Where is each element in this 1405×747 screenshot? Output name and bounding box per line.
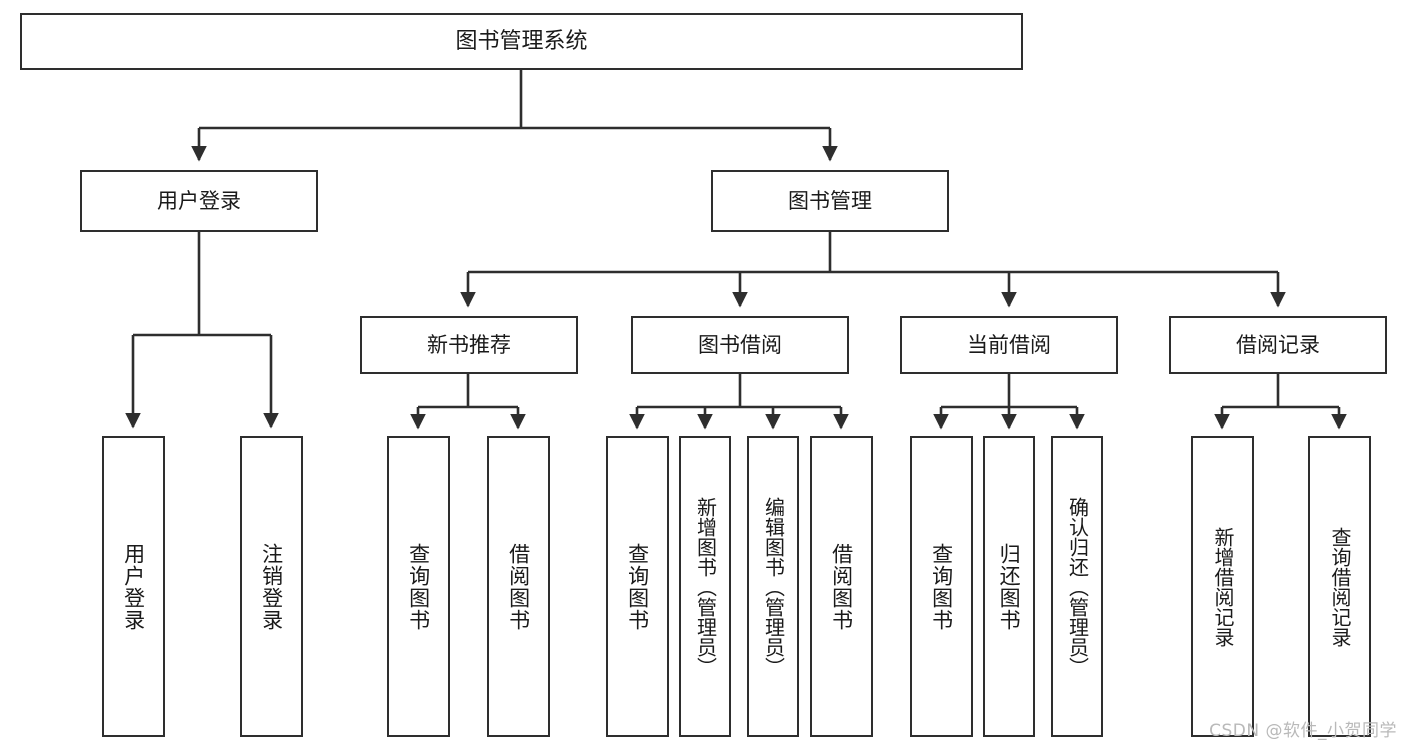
node-new-book-recommend[interactable]: 新书推荐: [360, 316, 578, 374]
node-label: 图书借阅: [698, 332, 782, 357]
leaf-new-book-query[interactable]: 查询图书: [387, 436, 450, 737]
csdn-watermark: CSDN @软件_小贺同学: [1209, 721, 1397, 741]
node-label: 图书管理: [788, 188, 872, 213]
leaf-user-login-login[interactable]: 用户登录: [102, 436, 165, 737]
node-label: 归还图书: [997, 542, 1022, 631]
leaf-borrow-borrow-book[interactable]: 借阅图书: [810, 436, 873, 737]
node-label: 查询图书: [406, 542, 431, 631]
node-label: 注销登录: [259, 542, 284, 631]
node-label: 借阅图书: [506, 542, 531, 631]
node-current-borrow[interactable]: 当前借阅: [900, 316, 1118, 374]
leaf-current-return-book[interactable]: 归还图书: [983, 436, 1035, 737]
node-label: 用户登录: [121, 542, 146, 631]
leaf-current-confirm-return[interactable]: 确认归还（管理员）: [1051, 436, 1103, 737]
node-label: 查询图书: [929, 542, 954, 631]
leaf-user-login-logout[interactable]: 注销登录: [240, 436, 303, 737]
node-label: 借阅图书: [829, 542, 854, 631]
node-label: 查询图书: [625, 542, 650, 631]
node-label: 借阅记录: [1236, 332, 1320, 357]
node-label: 图书管理系统: [455, 28, 588, 54]
leaf-new-book-borrow[interactable]: 借阅图书: [487, 436, 550, 737]
leaf-current-query-book[interactable]: 查询图书: [910, 436, 973, 737]
node-user-login[interactable]: 用户登录: [80, 170, 318, 232]
node-label: 编辑图书（管理员）: [761, 496, 786, 677]
leaf-record-add-record[interactable]: 新增借阅记录: [1191, 436, 1254, 737]
node-label: 新增图书（管理员）: [693, 496, 718, 677]
node-label: 新增借阅记录: [1211, 526, 1235, 647]
node-label: 查询借阅记录: [1328, 526, 1352, 647]
node-root-system[interactable]: 图书管理系统: [20, 13, 1023, 70]
node-borrow-record[interactable]: 借阅记录: [1169, 316, 1387, 374]
leaf-borrow-edit-book[interactable]: 编辑图书（管理员）: [747, 436, 799, 737]
leaf-borrow-add-book[interactable]: 新增图书（管理员）: [679, 436, 731, 737]
node-label: 用户登录: [157, 188, 241, 213]
leaf-borrow-query-book[interactable]: 查询图书: [606, 436, 669, 737]
node-label: 确认归还（管理员）: [1065, 496, 1090, 677]
leaf-record-query-record[interactable]: 查询借阅记录: [1308, 436, 1371, 737]
node-label: 新书推荐: [427, 332, 511, 357]
node-label: 当前借阅: [967, 332, 1051, 357]
node-book-borrow[interactable]: 图书借阅: [631, 316, 849, 374]
node-book-management[interactable]: 图书管理: [711, 170, 949, 232]
